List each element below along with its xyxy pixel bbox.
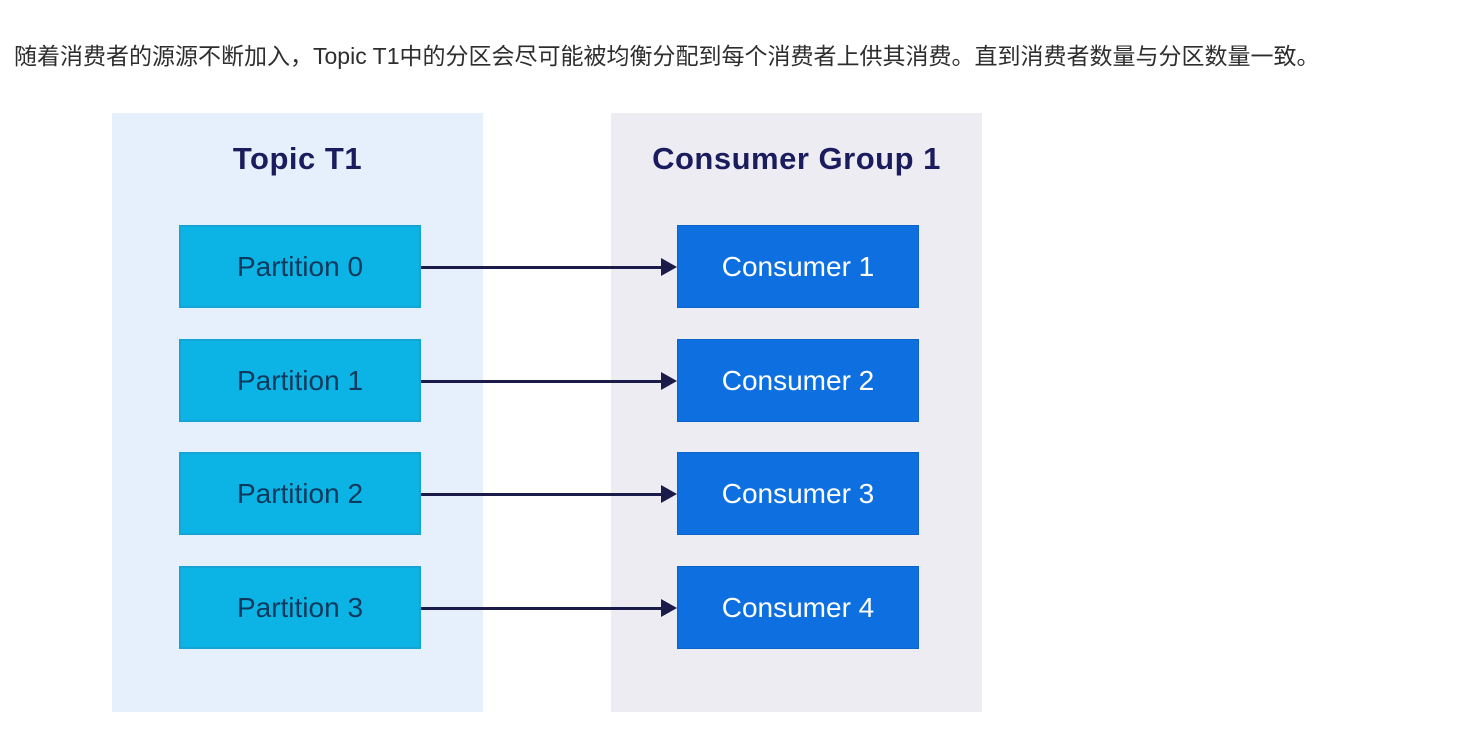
arrowhead-icon [661,485,677,503]
topic-panel: Topic T1 Partition 0 Partition 1 Partiti… [112,113,483,712]
consumer-4-box: Consumer 4 [677,566,919,649]
arrowhead-icon [661,258,677,276]
arrow-partition3-to-consumer4 [421,599,677,617]
arrowhead-icon [661,599,677,617]
topic-panel-title: Topic T1 [232,141,363,176]
consumer-2-box: Consumer 2 [677,339,919,422]
arrowhead-icon [661,372,677,390]
arrow-line [421,380,667,383]
arrow-line [421,607,667,610]
consumer-group-panel-title: Consumer Group 1 [652,141,941,176]
consumer-1-box: Consumer 1 [677,225,919,308]
arrow-line [421,266,667,269]
arrow-partition0-to-consumer1 [421,258,677,276]
consumer-group-panel: Consumer Group 1 Consumer 1 Consumer 2 C… [611,113,982,712]
arrow-partition1-to-consumer2 [421,372,677,390]
partition-2-box: Partition 2 [179,452,421,535]
partition-0-box: Partition 0 [179,225,421,308]
partition-1-box: Partition 1 [179,339,421,422]
arrow-line [421,493,667,496]
consumer-3-box: Consumer 3 [677,452,919,535]
arrow-partition2-to-consumer3 [421,485,677,503]
caption-text: 随着消费者的源源不断加入，Topic T1中的分区会尽可能被均衡分配到每个消费者… [14,43,1320,69]
partition-3-box: Partition 3 [179,566,421,649]
